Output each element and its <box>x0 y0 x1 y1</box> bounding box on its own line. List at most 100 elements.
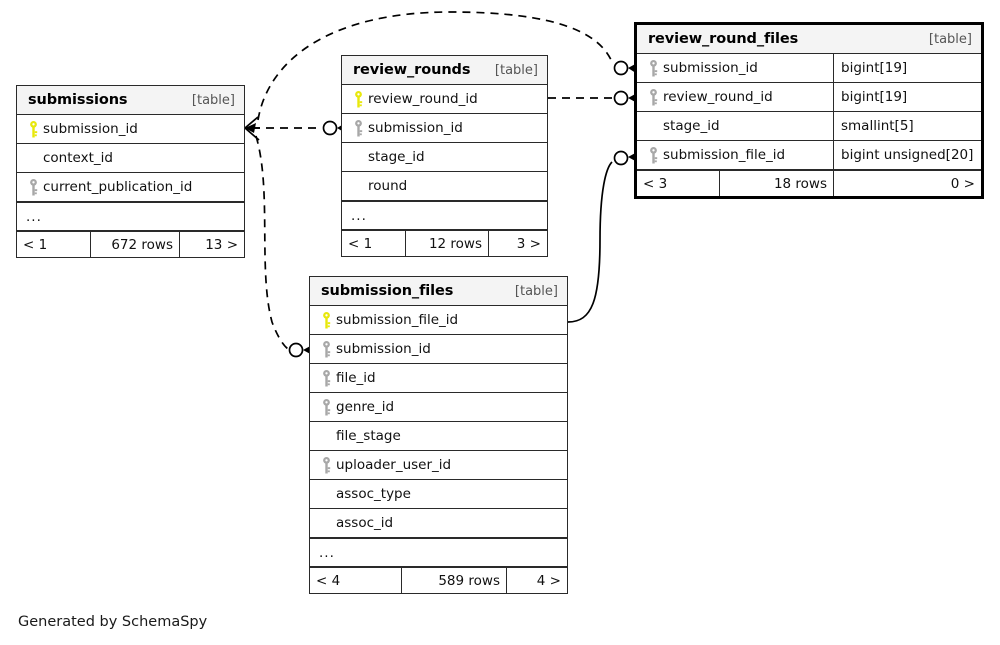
column-name: assoc_type <box>336 486 411 502</box>
table-row[interactable]: submission_id <box>342 114 547 143</box>
column-cell: submission_file_id <box>637 141 833 169</box>
column-name: context_id <box>43 150 113 166</box>
table-row[interactable]: assoc_type <box>310 480 567 509</box>
column-name: submission_file_id <box>663 147 786 163</box>
table-kind-label: [table] <box>494 62 538 78</box>
table-row[interactable]: file_id <box>310 364 567 393</box>
column-cell: review_round_id <box>637 83 833 111</box>
table-row[interactable]: review_round_id bigint[19] <box>637 83 981 112</box>
column-cell: ... <box>310 539 567 566</box>
column-cell: ... <box>17 203 244 230</box>
table-submission-files[interactable]: submission_files [table] submission_file… <box>309 276 568 594</box>
table-footer: < 3 18 rows 0 > <box>637 170 981 196</box>
footer-parent-count[interactable]: < 4 <box>316 572 341 589</box>
table-row[interactable]: assoc_id <box>310 509 567 538</box>
table-row[interactable]: current_publication_id <box>17 173 244 202</box>
column-cell: assoc_id <box>310 509 567 537</box>
column-name: submission_id <box>663 60 758 76</box>
footer-child-count[interactable]: 4 > <box>506 568 567 593</box>
foreign-key-icon <box>24 178 43 196</box>
column-name: review_round_id <box>368 91 478 107</box>
foreign-key-icon <box>644 88 663 106</box>
column-cell: ... <box>342 202 547 229</box>
table-footer: < 1 12 rows 3 > <box>342 230 547 256</box>
table-row[interactable]: submission_id bigint[19] <box>637 54 981 83</box>
footer-parent-count[interactable]: < 1 <box>348 235 373 252</box>
column-name: current_publication_id <box>43 179 193 195</box>
table-row[interactable]: genre_id <box>310 393 567 422</box>
table-title: submissions <box>28 92 128 108</box>
column-type: bigint[19] <box>833 83 981 111</box>
table-footer: < 1 672 rows 13 > <box>17 231 244 257</box>
column-cell: submission_id <box>637 54 833 82</box>
column-name: file_id <box>336 370 376 386</box>
table-row[interactable]: submission_file_id <box>310 306 567 335</box>
column-cell: genre_id <box>310 393 567 421</box>
footer-row-count: 12 rows <box>405 231 488 256</box>
column-cell: submission_id <box>310 335 567 363</box>
table-row[interactable]: uploader_user_id <box>310 451 567 480</box>
column-name: stage_id <box>663 118 720 134</box>
table-header-review-rounds: review_rounds [table] <box>342 56 547 85</box>
table-row[interactable]: submission_id <box>310 335 567 364</box>
table-row[interactable]: review_round_id <box>342 85 547 114</box>
table-title: review_rounds <box>353 62 471 78</box>
column-cell: assoc_type <box>310 480 567 508</box>
column-name: submission_file_id <box>336 312 459 328</box>
column-name: genre_id <box>336 399 395 415</box>
table-review-rounds[interactable]: review_rounds [table] review_round_id su… <box>341 55 548 257</box>
column-name: uploader_user_id <box>336 457 452 473</box>
table-row[interactable]: round <box>342 172 547 201</box>
column-cell: context_id <box>17 144 244 172</box>
edge-submissions-to-review-rounds <box>252 120 347 136</box>
more-columns-label: ... <box>319 544 335 561</box>
table-row[interactable]: stage_id smallint[5] <box>637 112 981 141</box>
primary-key-icon <box>24 120 43 138</box>
column-name: assoc_id <box>336 515 394 531</box>
column-cell: round <box>342 172 547 200</box>
column-type: bigint[19] <box>833 54 981 82</box>
table-title: submission_files <box>321 283 454 299</box>
column-cell: submission_file_id <box>310 306 567 334</box>
column-cell: file_id <box>310 364 567 392</box>
generated-by-caption: Generated by SchemaSpy <box>18 614 208 630</box>
table-row[interactable]: submission_id <box>17 115 244 144</box>
footer-row-count: 672 rows <box>90 232 179 257</box>
column-name: submission_id <box>43 121 138 137</box>
footer-child-count[interactable]: 13 > <box>179 232 244 257</box>
table-row-more: ... <box>310 538 567 567</box>
table-submissions[interactable]: submissions [table] submission_id contex… <box>16 85 245 258</box>
column-name: round <box>368 178 408 194</box>
table-review-round-files[interactable]: review_round_files [table] submission_id… <box>634 22 984 199</box>
footer-parent-count[interactable]: < 1 <box>23 236 48 253</box>
footer-child-count[interactable]: 0 > <box>833 171 981 196</box>
crowsfoot-submissions <box>244 116 260 141</box>
foreign-key-icon <box>317 340 336 358</box>
column-cell: stage_id <box>342 143 547 171</box>
primary-key-icon <box>349 90 368 108</box>
table-title: review_round_files <box>648 31 799 47</box>
edge-review-rounds-to-review-round-files <box>548 90 639 106</box>
column-cell: file_stage <box>310 422 567 450</box>
column-cell: review_round_id <box>342 85 547 113</box>
column-name: review_round_id <box>663 89 773 105</box>
table-kind-label: [table] <box>514 283 558 299</box>
footer-row-count: 589 rows <box>401 568 506 593</box>
foreign-key-icon <box>317 398 336 416</box>
column-name: stage_id <box>368 149 425 165</box>
table-row[interactable]: submission_file_id bigint unsigned[20] <box>637 141 981 170</box>
table-row[interactable]: stage_id <box>342 143 547 172</box>
column-name: file_stage <box>336 428 401 444</box>
table-kind-label: [table] <box>191 92 235 108</box>
column-cell: current_publication_id <box>17 173 244 201</box>
foreign-key-icon <box>644 146 663 164</box>
footer-parent-count[interactable]: < 3 <box>643 175 668 192</box>
more-columns-label: ... <box>26 208 42 225</box>
footer-child-count[interactable]: 3 > <box>488 231 547 256</box>
footer-row-count: 18 rows <box>719 171 833 196</box>
primary-key-icon <box>317 311 336 329</box>
table-row[interactable]: context_id <box>17 144 244 173</box>
column-type: smallint[5] <box>833 112 981 140</box>
table-row[interactable]: file_stage <box>310 422 567 451</box>
